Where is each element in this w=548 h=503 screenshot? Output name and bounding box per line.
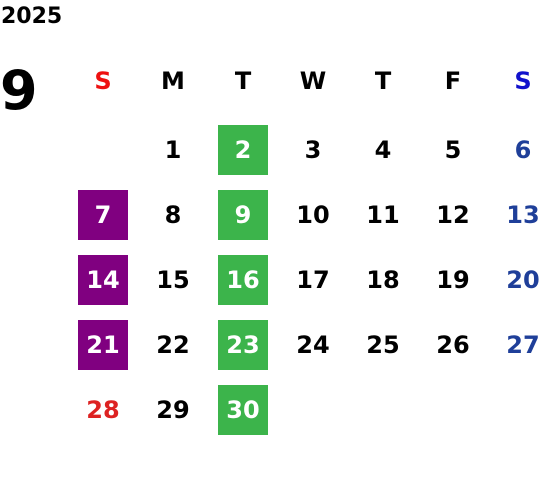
day-number: 7 bbox=[78, 190, 128, 240]
day-number: 3 bbox=[304, 136, 322, 164]
day-cell[interactable]: 28 bbox=[68, 385, 138, 435]
day-cell[interactable]: 29 bbox=[138, 385, 208, 435]
day-cell[interactable]: 21 bbox=[68, 320, 138, 370]
day-number bbox=[358, 385, 408, 435]
day-number: 28 bbox=[86, 396, 120, 424]
day-number: 12 bbox=[436, 201, 470, 229]
day-number: 6 bbox=[514, 136, 532, 164]
day-number: 18 bbox=[366, 266, 400, 294]
day-number: 23 bbox=[218, 320, 268, 370]
day-number: 11 bbox=[366, 201, 400, 229]
day-number: 19 bbox=[436, 266, 470, 294]
weekday-header-mon: M bbox=[161, 67, 185, 95]
day-number: 22 bbox=[156, 331, 190, 359]
day-cell[interactable]: 6 bbox=[488, 125, 548, 175]
day-cell[interactable]: 8 bbox=[138, 190, 208, 240]
day-number: 25 bbox=[366, 331, 400, 359]
day-number: 2 bbox=[218, 125, 268, 175]
day-cell[interactable]: 14 bbox=[68, 255, 138, 305]
weekday-header-thu: T bbox=[374, 67, 392, 95]
day-cell[interactable]: 27 bbox=[488, 320, 548, 370]
day-cell[interactable]: 19 bbox=[418, 255, 488, 305]
day-cell[interactable]: 18 bbox=[348, 255, 418, 305]
day-number: 20 bbox=[506, 266, 540, 294]
day-number bbox=[78, 125, 128, 175]
day-cell[interactable]: 10 bbox=[278, 190, 348, 240]
day-number: 9 bbox=[218, 190, 268, 240]
empty-day-cell bbox=[348, 385, 418, 435]
day-cell[interactable]: 2 bbox=[208, 125, 278, 175]
weekday-header-sun: S bbox=[94, 67, 112, 95]
weekday-header-tue: T bbox=[234, 67, 252, 95]
day-cell[interactable]: 16 bbox=[208, 255, 278, 305]
day-number: 30 bbox=[218, 385, 268, 435]
day-cell[interactable]: 20 bbox=[488, 255, 548, 305]
day-number: 1 bbox=[164, 136, 182, 164]
day-number: 27 bbox=[506, 331, 540, 359]
day-cell[interactable]: 25 bbox=[348, 320, 418, 370]
day-cell[interactable]: 13 bbox=[488, 190, 548, 240]
day-number: 5 bbox=[444, 136, 462, 164]
weekday-header-wed: W bbox=[299, 67, 327, 95]
day-cell[interactable]: 3 bbox=[278, 125, 348, 175]
day-cell[interactable]: 11 bbox=[348, 190, 418, 240]
day-number: 10 bbox=[296, 201, 330, 229]
day-number: 24 bbox=[296, 331, 330, 359]
day-number bbox=[288, 385, 338, 435]
day-cell[interactable]: 9 bbox=[208, 190, 278, 240]
day-cell[interactable]: 26 bbox=[418, 320, 488, 370]
day-number: 4 bbox=[374, 136, 392, 164]
day-cell[interactable]: 30 bbox=[208, 385, 278, 435]
day-cell[interactable]: 1 bbox=[138, 125, 208, 175]
day-number: 17 bbox=[296, 266, 330, 294]
empty-day-cell bbox=[418, 385, 488, 435]
calendar-month: 9 bbox=[0, 59, 38, 122]
day-cell[interactable]: 5 bbox=[418, 125, 488, 175]
day-number: 26 bbox=[436, 331, 470, 359]
day-number: 14 bbox=[78, 255, 128, 305]
day-cell[interactable]: 15 bbox=[138, 255, 208, 305]
empty-day-cell bbox=[278, 385, 348, 435]
day-cell[interactable]: 12 bbox=[418, 190, 488, 240]
day-number: 15 bbox=[156, 266, 190, 294]
day-cell[interactable]: 24 bbox=[278, 320, 348, 370]
empty-day-cell bbox=[488, 385, 548, 435]
day-cell[interactable]: 23 bbox=[208, 320, 278, 370]
weekday-header-sat: S bbox=[514, 67, 532, 95]
day-number: 8 bbox=[164, 201, 182, 229]
day-number: 29 bbox=[156, 396, 190, 424]
day-cell[interactable]: 22 bbox=[138, 320, 208, 370]
day-cell[interactable]: 4 bbox=[348, 125, 418, 175]
empty-day-cell bbox=[68, 125, 138, 175]
calendar-year: 2025 bbox=[1, 4, 63, 29]
day-number bbox=[498, 385, 548, 435]
day-cell[interactable]: 7 bbox=[68, 190, 138, 240]
day-number: 21 bbox=[78, 320, 128, 370]
day-number: 13 bbox=[506, 201, 540, 229]
day-number: 16 bbox=[218, 255, 268, 305]
day-number bbox=[428, 385, 478, 435]
day-cell[interactable]: 17 bbox=[278, 255, 348, 305]
weekday-header-fri: F bbox=[444, 67, 462, 95]
